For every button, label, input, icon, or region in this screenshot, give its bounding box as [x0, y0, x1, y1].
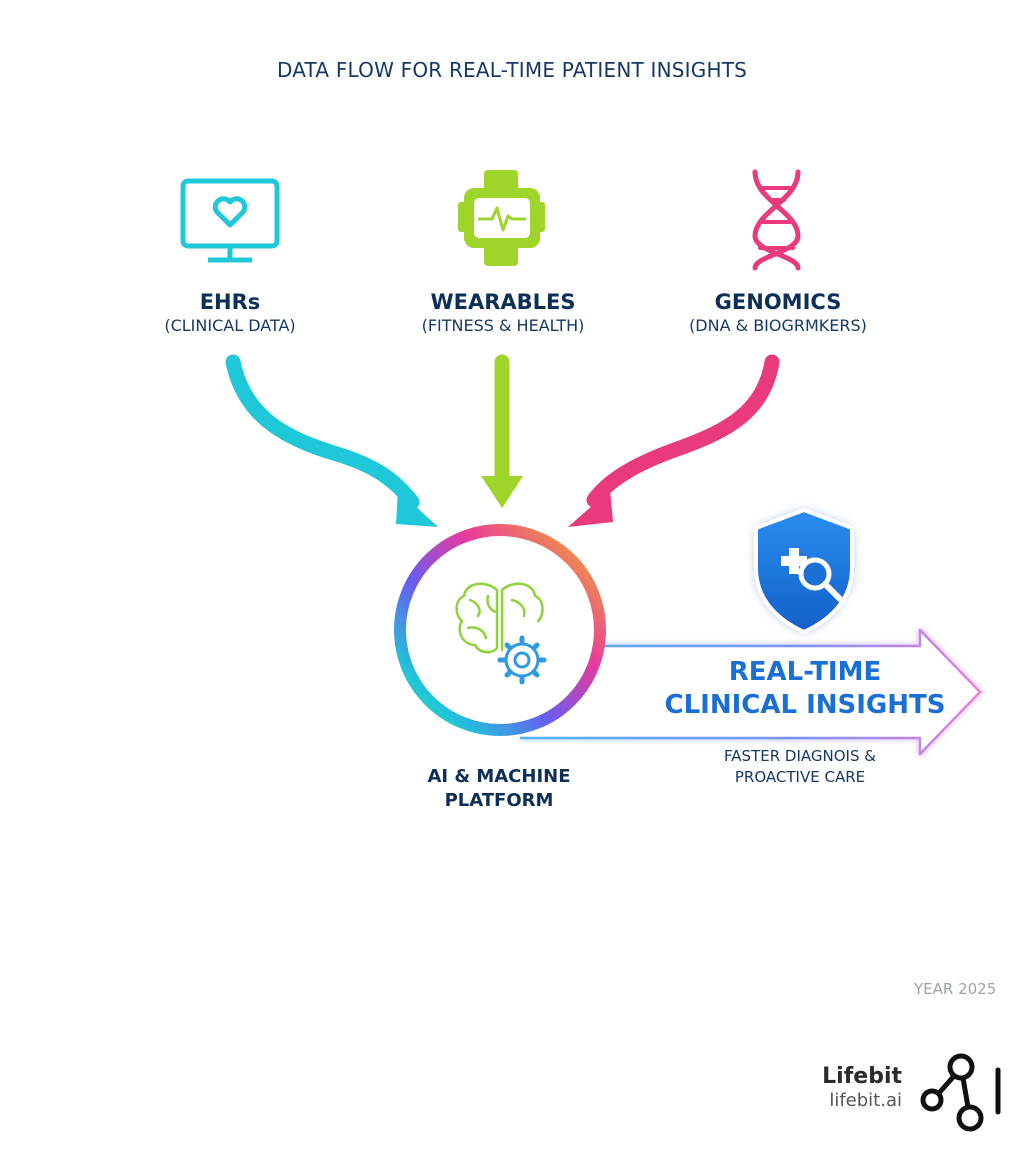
genomics-flow-arrow — [568, 354, 780, 527]
platform-label-line1: AI & MACHINE — [427, 766, 571, 787]
brand-url: lifebit.ai — [829, 1090, 902, 1111]
year-label: YEAR 2025 — [914, 980, 997, 998]
insight-output-arrow — [520, 628, 982, 756]
wearables-flow-arrow — [481, 354, 523, 508]
brain-gear-icon — [455, 582, 547, 685]
source-ehrs-sub: (CLINICAL DATA) — [164, 316, 296, 335]
dna-icon — [752, 169, 801, 271]
source-ehrs-name: EHRs — [199, 290, 261, 314]
brand-name: Lifebit — [822, 1064, 902, 1089]
page-title: DATA FLOW FOR REAL-TIME PATIENT INSIGHTS — [276, 58, 748, 82]
source-wearables-name: WEARABLES — [430, 290, 576, 314]
insight-title-line1: REAL-TIME — [728, 657, 882, 687]
source-genomics-name: GENOMICS — [714, 290, 842, 314]
lifebit-logo-icon — [920, 1053, 1001, 1132]
platform-label: AI & MACHINE PLATFORM — [389, 765, 609, 813]
ehr-flow-arrow — [225, 354, 438, 527]
insight-subtitle-line1: FASTER DIAGNOIS & — [724, 747, 876, 765]
platform-label-line2: PLATFORM — [444, 790, 554, 811]
platform-ring — [394, 524, 606, 736]
insight-subtitle: FASTER DIAGNOIS & PROACTIVE CARE — [680, 746, 920, 788]
monitor-heart-icon — [180, 178, 280, 263]
smartwatch-icon — [458, 170, 545, 266]
source-wearables-sub: (FITNESS & HEALTH) — [421, 316, 585, 335]
insight-title: REAL-TIME CLINICAL INSIGHTS — [655, 656, 955, 722]
insight-title-line2: CLINICAL INSIGHTS — [664, 690, 946, 720]
insight-subtitle-line2: PROACTIVE CARE — [734, 768, 866, 786]
shield-search-icon — [754, 507, 854, 635]
source-genomics-sub: (DNA & BIOGRMKERS) — [689, 316, 867, 335]
